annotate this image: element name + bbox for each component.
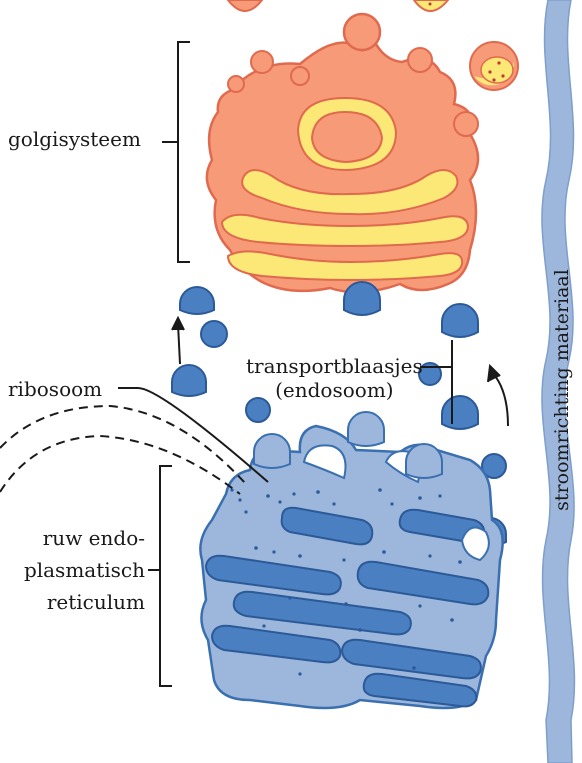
golgi-vesicle-right [470, 42, 518, 90]
transport-label-line2: (endosoom) [246, 378, 423, 402]
ribosome-path-lines [0, 406, 246, 494]
rough-er [200, 412, 502, 708]
er-bracket [160, 466, 172, 686]
er-label-line2: plasmatisch [24, 554, 145, 586]
er-label-line3: reticulum [24, 586, 145, 618]
flow-direction-label: stroomrichting materiaal [551, 269, 573, 511]
rough-er-label: ruw endo- plasmatisch reticulum [24, 522, 145, 618]
golgi-bracket [178, 42, 190, 262]
er-label-line1: ruw endo- [24, 522, 145, 554]
transport-vesicles-label: transportblaasjes (endosoom) [246, 354, 423, 402]
golgi-label: golgisysteem [8, 127, 141, 151]
ribosome-label: ribosoom [8, 377, 102, 401]
ribosome-leader [118, 388, 268, 482]
golgi-apparatus [207, 14, 478, 292]
golgi-vesicle-top-left [228, 0, 262, 11]
transport-label-line1: transportblaasjes [246, 354, 423, 378]
golgi-vesicle-top-right [414, 0, 448, 11]
